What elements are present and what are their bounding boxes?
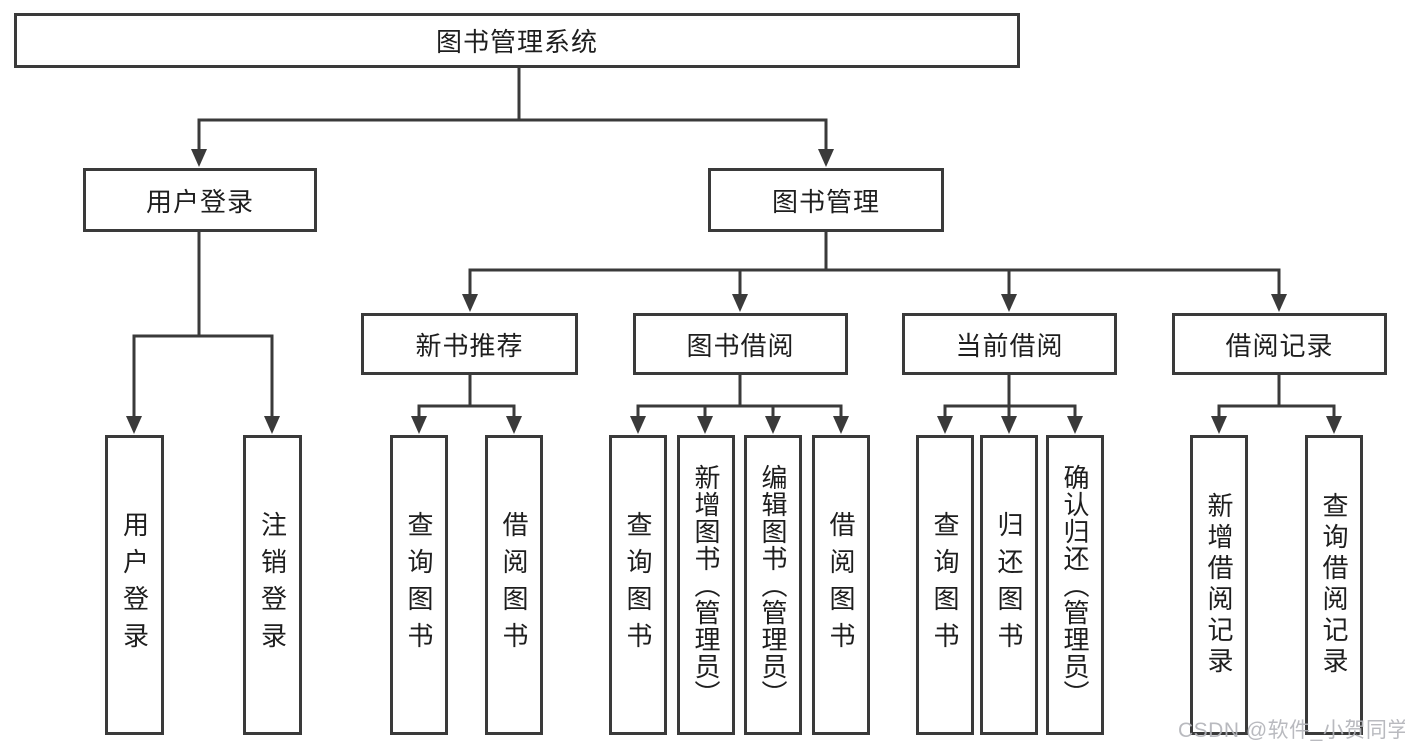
leaf-return-books: 归还图书: [980, 435, 1038, 735]
node-label: 借阅图书: [499, 511, 529, 659]
arrow-down-icon: [1271, 294, 1287, 312]
node-label: 用户登录: [145, 186, 254, 217]
arrow-down-icon: [1001, 294, 1017, 312]
arrow-down-icon: [191, 149, 207, 167]
arrow-down-icon: [1001, 416, 1017, 434]
arrow-down-icon: [937, 416, 953, 434]
leaf-add-borrow-record: 新增借阅记录: [1190, 435, 1248, 735]
node-label: 新增借阅记录: [1204, 492, 1234, 678]
node-label: 查询图书: [623, 511, 653, 659]
arrowheads: [126, 149, 1342, 434]
node-label: 查询图书: [404, 511, 434, 659]
node-label: 查询借阅记录: [1319, 492, 1349, 678]
leaf-borrow-books: 借阅图书: [485, 435, 543, 735]
arrow-down-icon: [462, 294, 478, 312]
node-label: 图书管理系统: [435, 27, 598, 57]
node-label: 查询图书: [930, 511, 960, 659]
node-new-book-recommend: 新书推荐: [361, 313, 578, 375]
arrow-down-icon: [697, 416, 713, 434]
node-user-login-module: 用户登录: [83, 168, 317, 232]
leaf-query-books: 查询图书: [916, 435, 974, 735]
node-label: 借阅图书: [826, 511, 856, 659]
arrow-down-icon: [818, 149, 834, 167]
node-label: 归还图书: [994, 511, 1024, 659]
node-book-borrowing: 图书借阅: [633, 313, 848, 375]
leaf-borrow-books: 借阅图书: [812, 435, 870, 735]
leaf-logout: 注销登录: [243, 435, 302, 735]
csdn-watermark: CSDN @软件_小贺同学: [1178, 719, 1405, 742]
arrow-down-icon: [1326, 416, 1342, 434]
arrow-down-icon: [630, 416, 646, 434]
node-current-borrowing: 当前借阅: [902, 313, 1117, 375]
arrow-down-icon: [732, 294, 748, 312]
node-label: 图书借阅: [686, 330, 795, 361]
node-label: 用户登录: [119, 511, 150, 659]
leaf-user-login: 用户登录: [105, 435, 164, 735]
leaf-add-books-admin: 新增图书（管理员）: [677, 435, 735, 735]
leaf-confirm-return-admin: 确认归还（管理员）: [1046, 435, 1104, 735]
leaf-query-books: 查询图书: [390, 435, 448, 735]
arrow-down-icon: [506, 416, 522, 434]
connector-stems: [132, 68, 1336, 417]
node-borrowing-records: 借阅记录: [1172, 313, 1387, 375]
arrow-down-icon: [126, 416, 142, 434]
node-label: 确认归还（管理员）: [1060, 463, 1090, 707]
node-label: 编辑图书（管理员）: [758, 463, 788, 707]
node-label: 当前借阅: [955, 330, 1064, 361]
node-label: 新书推荐: [415, 330, 524, 361]
arrow-down-icon: [833, 416, 849, 434]
node-book-management-module: 图书管理: [708, 168, 944, 232]
node-label: 借阅记录: [1225, 330, 1334, 361]
node-label: 图书管理: [771, 186, 880, 217]
node-label: 注销登录: [257, 511, 288, 659]
arrow-down-icon: [1067, 416, 1083, 434]
arrow-down-icon: [264, 416, 280, 434]
node-library-system: 图书管理系统: [14, 13, 1020, 68]
node-label: 新增图书（管理员）: [691, 463, 721, 707]
arrow-down-icon: [765, 416, 781, 434]
leaf-query-books: 查询图书: [609, 435, 667, 735]
arrow-down-icon: [1211, 416, 1227, 434]
leaf-edit-books-admin: 编辑图书（管理员）: [744, 435, 802, 735]
leaf-query-borrow-record: 查询借阅记录: [1305, 435, 1363, 735]
arrow-down-icon: [411, 416, 427, 434]
